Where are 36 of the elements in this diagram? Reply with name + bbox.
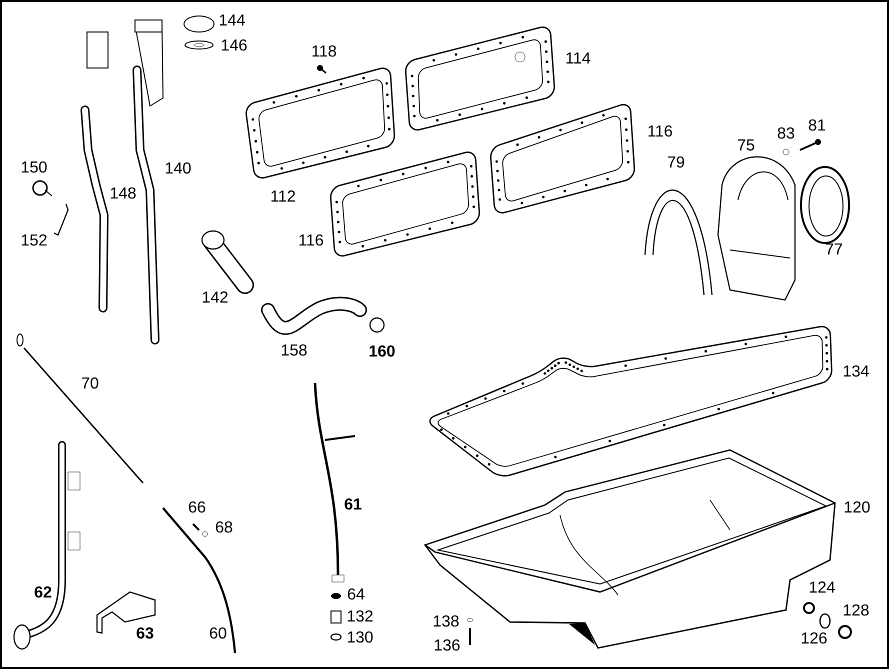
callout-number: 68 — [216, 521, 232, 533]
callout-number: 62 — [34, 586, 52, 598]
callout-number: 152 — [22, 234, 47, 246]
callout-number: 63 — [136, 627, 154, 639]
callout-number: 124 — [810, 581, 835, 593]
callout-number: 118 — [312, 45, 336, 57]
callout-number: 64 — [348, 588, 364, 600]
callout-number: 79 — [668, 156, 684, 168]
callout-number: 114 — [566, 52, 590, 64]
callout-number: 66 — [188, 501, 206, 513]
callout-number: 116 — [299, 234, 324, 246]
callout-number: 144 — [220, 14, 245, 26]
callout-number: 150 — [22, 161, 47, 173]
callout-number: 120 — [844, 501, 870, 513]
callout-number: 126 — [802, 632, 827, 644]
callout-number: 134 — [844, 365, 869, 377]
callout-number: 132 — [348, 610, 373, 622]
callout-number: 61 — [344, 498, 362, 510]
callout-number: 146 — [222, 39, 247, 51]
callout-number: 140 — [166, 162, 191, 174]
callout-number: 77 — [826, 244, 842, 254]
callout-number: 138 — [434, 615, 459, 627]
callout-number: 116 — [648, 125, 672, 137]
callout-number: 148 — [110, 187, 136, 199]
callout-number: 75 — [738, 139, 754, 151]
callout-number: 158 — [282, 344, 307, 356]
callout-number: 81 — [808, 119, 826, 131]
callout-number: 83 — [778, 127, 794, 139]
callout-number: 142 — [202, 291, 228, 303]
callout-number: 112 — [271, 190, 295, 202]
callout-number: 130 — [348, 631, 373, 643]
callout-number: 160 — [370, 345, 395, 357]
callout-number: 60 — [210, 627, 226, 639]
callout-number: 70 — [82, 377, 98, 389]
callout-number: 136 — [434, 639, 460, 651]
callout-number: 128 — [844, 604, 869, 616]
